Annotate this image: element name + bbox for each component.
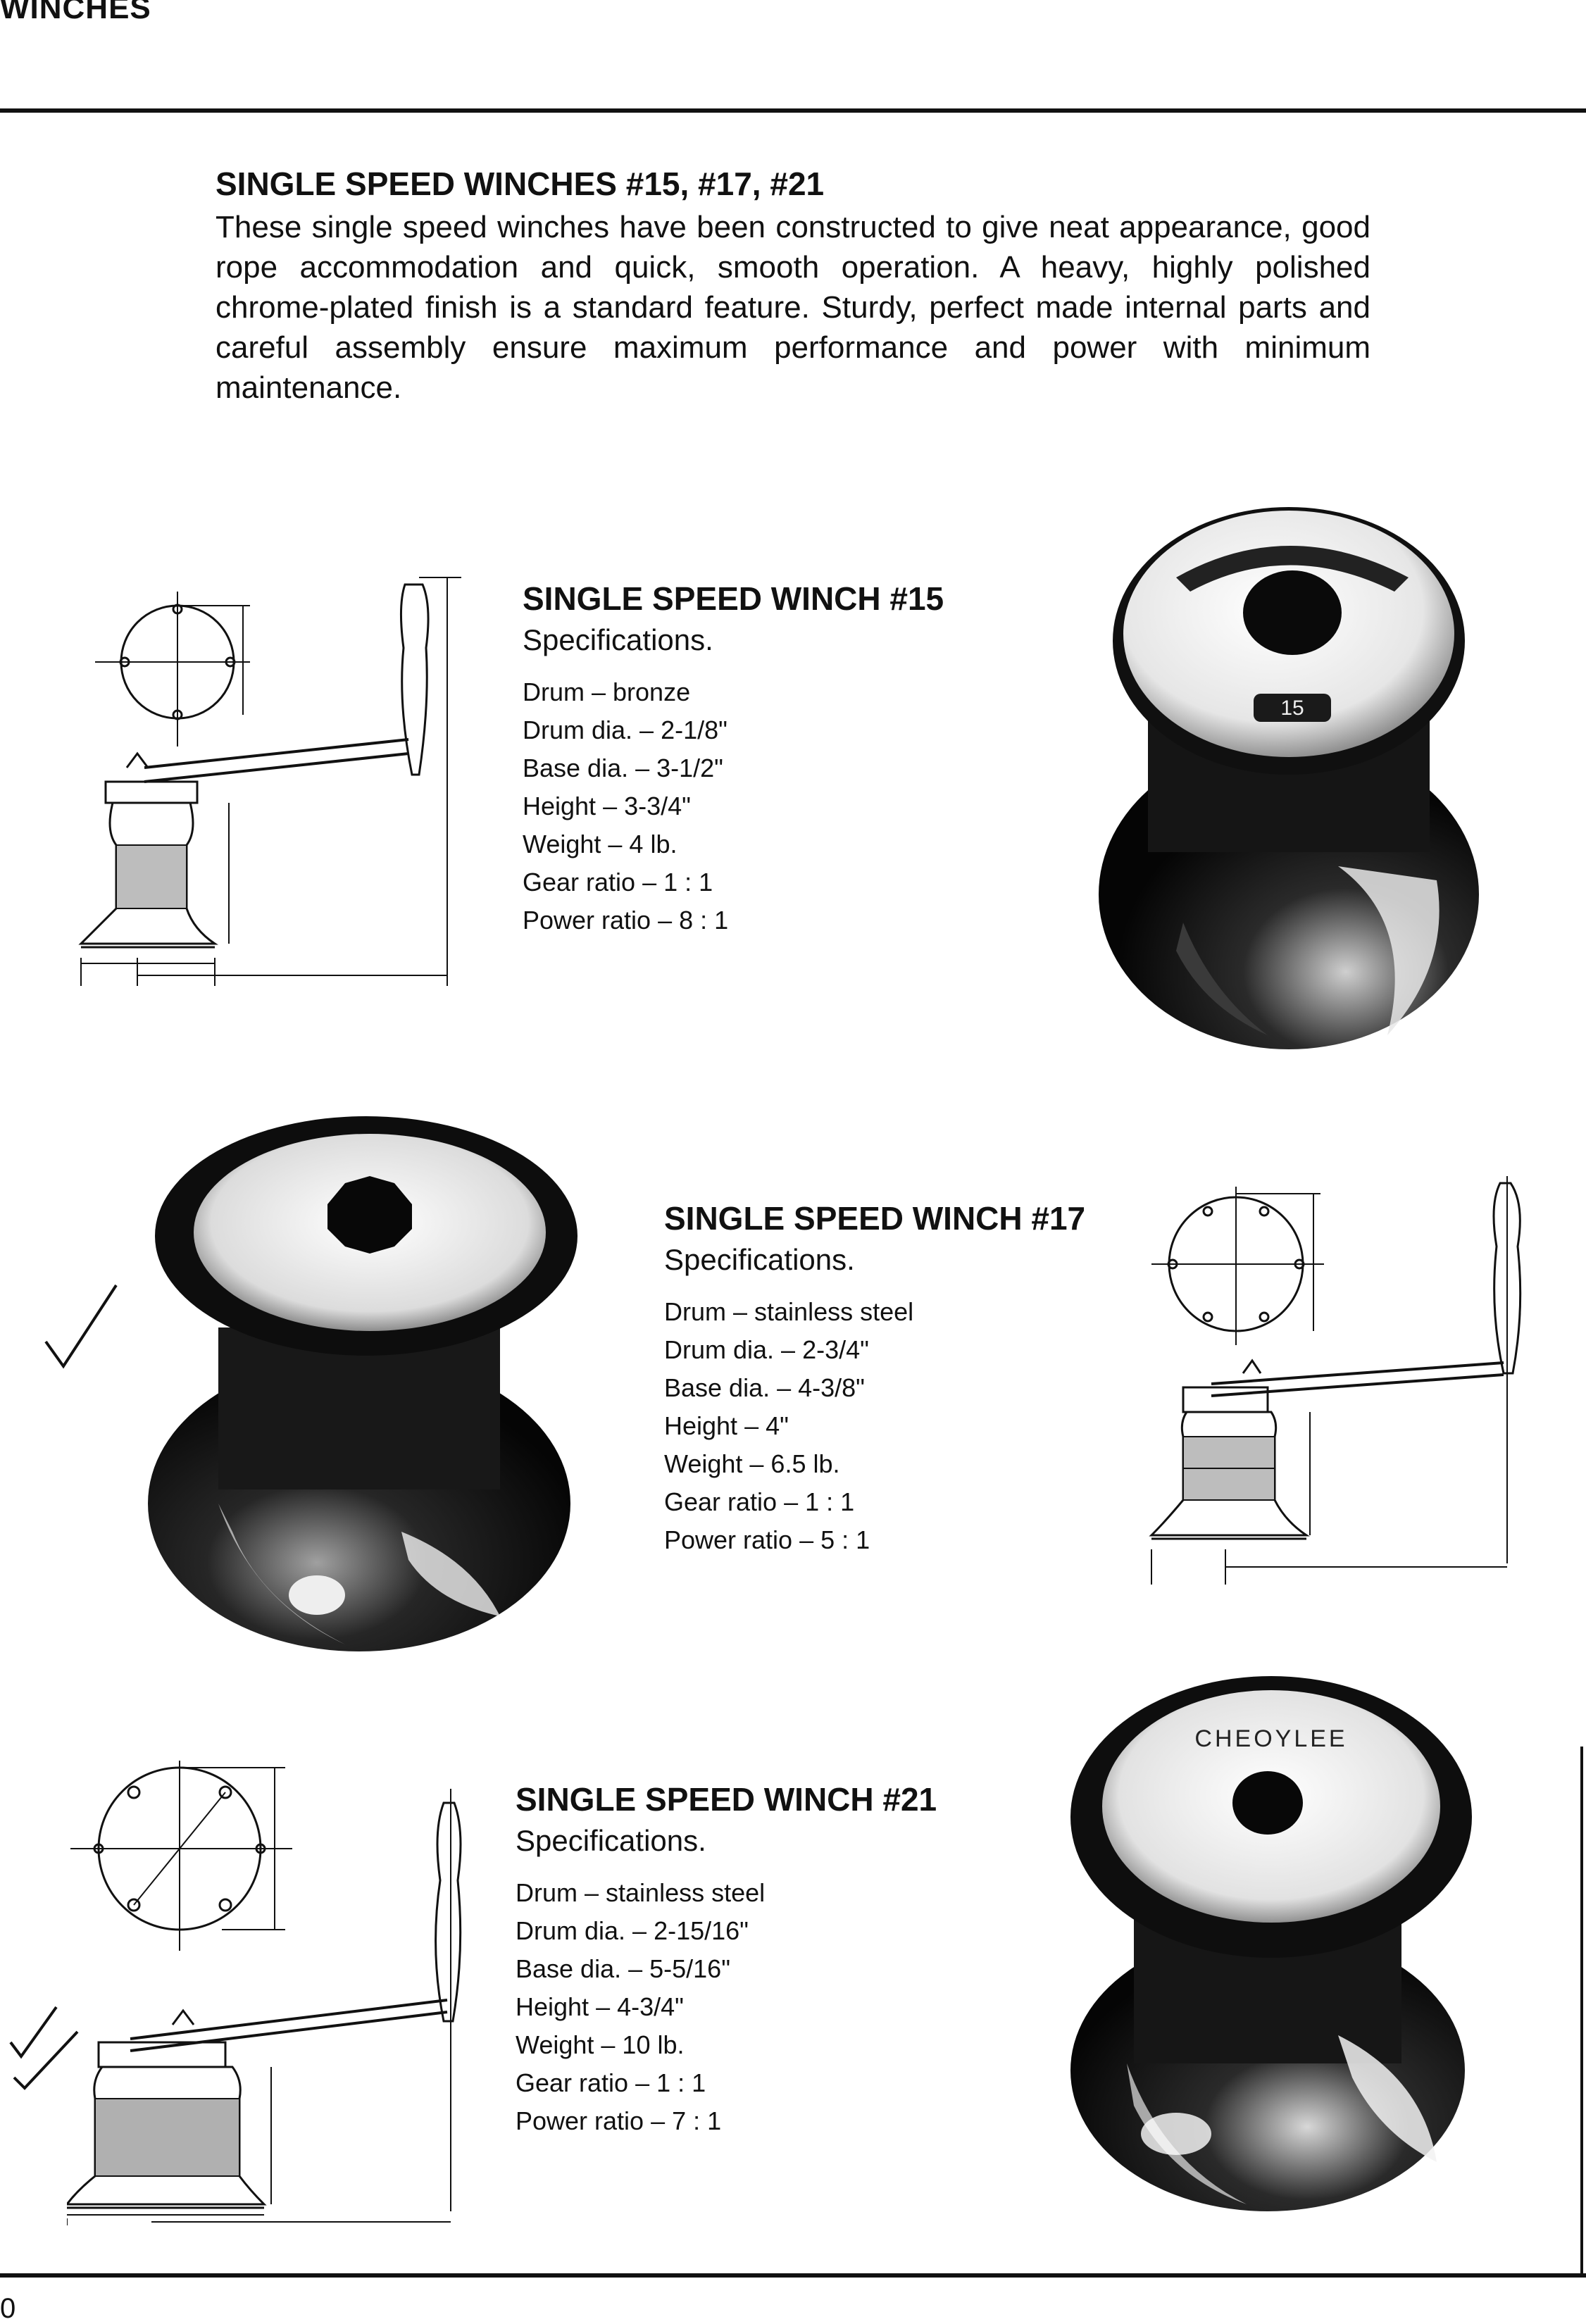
winch-15-title: SINGLE SPEED WINCH #15 [523,580,944,617]
winch-21-title: SINGLE SPEED WINCH #21 [516,1781,937,1818]
right-edge-rule [1580,1747,1583,2275]
winch-17-specs-block: SINGLE SPEED WINCH #17 Specifications. D… [664,1197,1171,1559]
page-header-title: WINCHES [0,0,151,25]
spec-item: Gear ratio – 1 : 1 [664,1487,855,1516]
top-rule [0,108,1586,113]
spec-item: Weight – 6.5 lb. [664,1449,840,1478]
winch-15-badge-text: 15 [1280,696,1304,720]
spec-item: Drum – stainless steel [516,1878,766,1907]
spec-item: Base dia. – 5-5/16" [516,1954,730,1983]
spec-item: Power ratio – 5 : 1 [664,1525,870,1554]
winch-17-photo [148,1116,577,1651]
spec-item: Height – 4" [664,1411,789,1440]
spec-item: Power ratio – 8 : 1 [523,906,729,935]
winch-21-spec-list: Drum – stainless steel Drum dia. – 2-15/… [516,1874,1023,2140]
winch-15-specs-block: SINGLE SPEED WINCH #15 Specifications. D… [523,577,1030,939]
winch-15-technical-drawing [78,577,461,986]
spec-item: Gear ratio – 1 : 1 [516,2068,706,2097]
winch-17-spec-list: Drum – stainless steel Drum dia. – 2-3/4… [664,1293,1171,1559]
winch-21-specs-block: SINGLE SPEED WINCH #21 Specifications. D… [516,1778,1023,2140]
spec-item: Drum dia. – 2-15/16" [516,1916,749,1945]
spec-item: Drum – stainless steel [664,1297,914,1326]
spec-item: Base dia. – 3-1/2" [523,754,723,782]
winch-15-subtitle: Specifications. [523,623,713,656]
winch-15-photo: 15 [1099,507,1479,1049]
winch-17-subtitle: Specifications. [664,1243,855,1276]
winch-15-spec-list: Drum – bronze Drum dia. – 2-1/8" Base di… [523,673,1030,939]
spec-item: Base dia. – 4-3/8" [664,1373,865,1402]
spec-item: Gear ratio – 1 : 1 [523,868,713,897]
bottom-rule [0,2273,1586,2278]
winch-17-technical-drawing [1149,1176,1522,1585]
winch-21-technical-drawing [67,1761,462,2225]
spec-item: Height – 4-3/4" [516,1992,684,2021]
winch-17-checkmark [44,1284,118,1369]
intro-section: SINGLE SPEED WINCHES #15, #17, #21 These… [216,165,1370,408]
spec-item: Weight – 4 lb. [523,830,678,858]
intro-title: SINGLE SPEED WINCHES #15, #17, #21 [216,165,825,202]
page-number: 0 [0,2293,16,2324]
spec-item: Weight – 10 lb. [516,2030,685,2059]
intro-body: These single speed winches have been con… [216,210,1370,405]
winch-21-checkmark [9,2006,79,2090]
spec-item: Drum dia. – 2-3/4" [664,1335,869,1364]
spec-item: Height – 3-3/4" [523,792,691,820]
winch-17-title: SINGLE SPEED WINCH #17 [664,1200,1086,1237]
winch-21-brand-text: CHEOYLEE [1194,1725,1347,1752]
winch-21-photo: CHEOYLEE [1070,1676,1472,2211]
winch-21-subtitle: Specifications. [516,1824,706,1857]
spec-item: Power ratio – 7 : 1 [516,2106,722,2135]
spec-item: Drum dia. – 2-1/8" [523,716,728,744]
spec-item: Drum – bronze [523,677,691,706]
